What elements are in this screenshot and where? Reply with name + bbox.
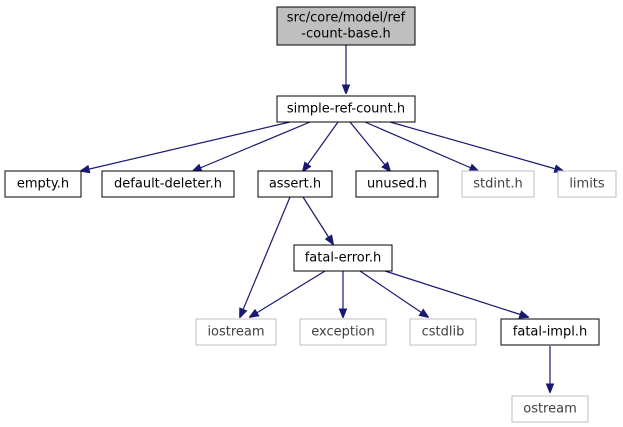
edge-fatal-error-to-iostream (250, 270, 326, 317)
node-ref-count-base-h: src/core/model/ref -count-base.h (276, 6, 416, 46)
edge-simple-ref-count-to-default-deleter (193, 121, 311, 171)
node-simple-ref-count-h[interactable]: simple-ref-count.h (276, 95, 416, 123)
node-fatal-error-h[interactable]: fatal-error.h (293, 244, 393, 272)
node-label: unused.h (367, 177, 427, 192)
edge-fatal-error-to-fatal-impl (384, 270, 528, 317)
node-limits: limits (557, 170, 617, 198)
node-label-line-1: src/core/model/ref (287, 11, 406, 26)
node-label: limits (569, 177, 605, 192)
edge-simple-ref-count-to-unused (349, 121, 390, 171)
node-label: assert.h (269, 177, 321, 192)
node-empty-h[interactable]: empty.h (4, 170, 82, 198)
node-label: stdint.h (473, 177, 522, 192)
edges (81, 45, 563, 392)
edge-assert-to-iostream (240, 196, 291, 317)
node-default-deleter-h[interactable]: default-deleter.h (101, 170, 235, 198)
edge-simple-ref-count-to-limits (389, 121, 563, 171)
node-label-line-2: -count-base.h (301, 27, 390, 42)
edge-simple-ref-count-to-empty (81, 121, 291, 171)
edge-simple-ref-count-to-assert (303, 121, 339, 171)
node-label: exception (311, 325, 375, 340)
node-label: empty.h (17, 177, 69, 192)
node-fatal-impl-h[interactable]: fatal-impl.h (500, 318, 600, 346)
node-iostream: iostream (195, 318, 277, 346)
node-label: fatal-error.h (305, 251, 382, 266)
node-exception: exception (299, 318, 387, 346)
edge-fatal-error-to-cstdlib (359, 270, 428, 317)
node-unused-h[interactable]: unused.h (355, 170, 439, 198)
node-stdint-h: stdint.h (461, 170, 535, 198)
node-assert-h[interactable]: assert.h (257, 170, 333, 198)
node-label: simple-ref-count.h (287, 102, 405, 117)
node-cstdlib: cstdlib (409, 318, 477, 346)
node-label: default-deleter.h (114, 177, 222, 192)
node-label: fatal-impl.h (513, 325, 587, 340)
edge-assert-to-fatal-error (302, 196, 333, 244)
node-label: cstdlib (422, 325, 465, 340)
node-label: ostream (523, 402, 577, 417)
node-ostream: ostream (511, 395, 589, 423)
node-label: iostream (207, 325, 264, 340)
edge-simple-ref-count-to-stdint (364, 121, 478, 171)
